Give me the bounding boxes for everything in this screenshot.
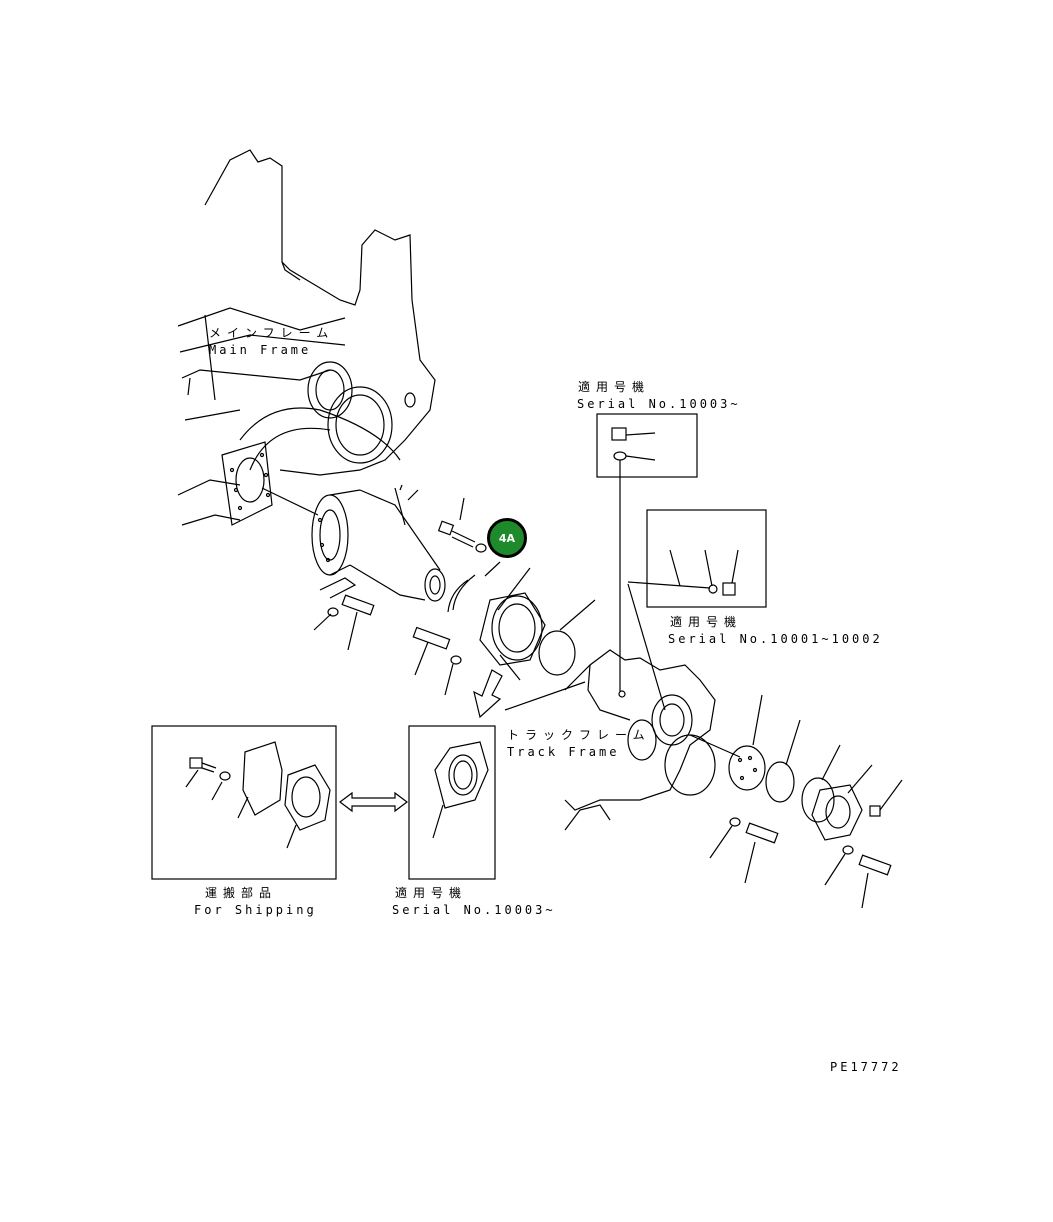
drawing-number: PE17772	[830, 1060, 902, 1074]
pivot-shaft	[311, 484, 446, 602]
track-frame-drawing	[504, 649, 741, 831]
right-side-parts	[709, 694, 903, 909]
down-arrow	[473, 669, 503, 719]
main-frame-label-en: Main Frame	[209, 343, 312, 357]
serial-box-top	[596, 413, 698, 698]
serial-box-mid	[627, 509, 767, 711]
serial-mid-label-en: Serial No.10001~10002	[668, 632, 883, 646]
main-frame-flange	[221, 441, 319, 526]
serial-bottom-label-jp: 適用号機	[395, 886, 468, 900]
track-frame-label-jp: トラックフレーム	[507, 728, 651, 742]
shipping-label-en: For Shipping	[194, 903, 317, 917]
serial-top-label-jp: 適用号機	[578, 380, 651, 394]
shipping-label-jp: 運搬部品	[205, 886, 278, 900]
seal-housing	[447, 561, 596, 681]
serial-box-bottom	[408, 725, 496, 880]
shipping-box	[151, 725, 337, 880]
serial-mid-label-jp: 適用号機	[670, 615, 743, 629]
shaft-bolts	[313, 497, 487, 696]
main-frame-label-jp: メインフレーム	[209, 326, 335, 340]
serial-top-label-en: Serial No.10003~	[577, 397, 741, 411]
serial-bottom-label-en: Serial No.10003~	[392, 903, 556, 917]
main-frame-drawing	[177, 149, 436, 526]
double-arrow	[339, 791, 408, 813]
callout-4a-badge[interactable]: 4A	[487, 518, 527, 558]
track-frame-label-en: Track Frame	[507, 745, 620, 759]
